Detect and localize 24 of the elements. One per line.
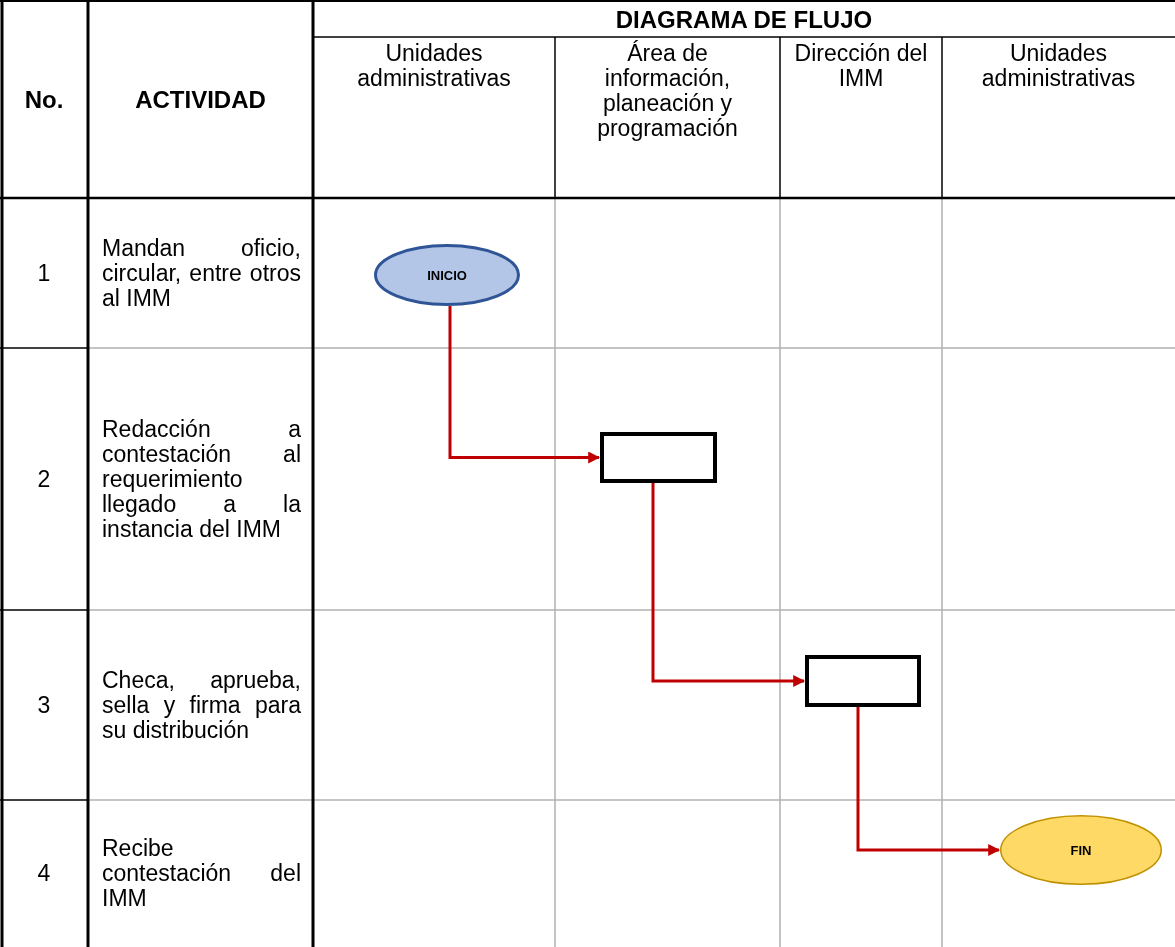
row-number: 1 — [37, 260, 51, 286]
table-title: DIAGRAMA DE FLUJO — [615, 6, 873, 32]
process-box — [600, 432, 717, 483]
terminal-label: INICIO — [427, 267, 467, 283]
row-number: 4 — [37, 861, 51, 886]
process-box — [805, 655, 921, 707]
lane-header: Área de información, planeación y programación — [596, 41, 739, 141]
activity-text: Redacción a contestación al requerimiento llegado a la instancia del IMM — [102, 416, 301, 542]
lane-header: Unidades administrativas — [980, 41, 1137, 91]
arrow — [448, 306, 601, 464]
activity-text: Checa, aprueba, sella y firma para su distribución — [102, 667, 301, 743]
row-number: 3 — [37, 692, 51, 718]
arrow — [856, 707, 1001, 856]
arrow — [651, 483, 806, 687]
terminal-oval — [1000, 815, 1162, 885]
row-number: 2 — [37, 466, 51, 492]
lane-header: Dirección del IMM — [793, 41, 929, 91]
column-header: ACTIVIDAD — [135, 86, 266, 112]
lane-header: Unidades administrativas — [356, 41, 512, 91]
terminal-oval — [374, 244, 520, 306]
activity-text: Mandan oficio, circular, entre otros al IMM — [102, 235, 301, 311]
column-header: No. — [24, 86, 64, 112]
terminal-label: FIN — [1070, 842, 1092, 858]
activity-text: Recibe contestación del IMM — [102, 836, 301, 911]
